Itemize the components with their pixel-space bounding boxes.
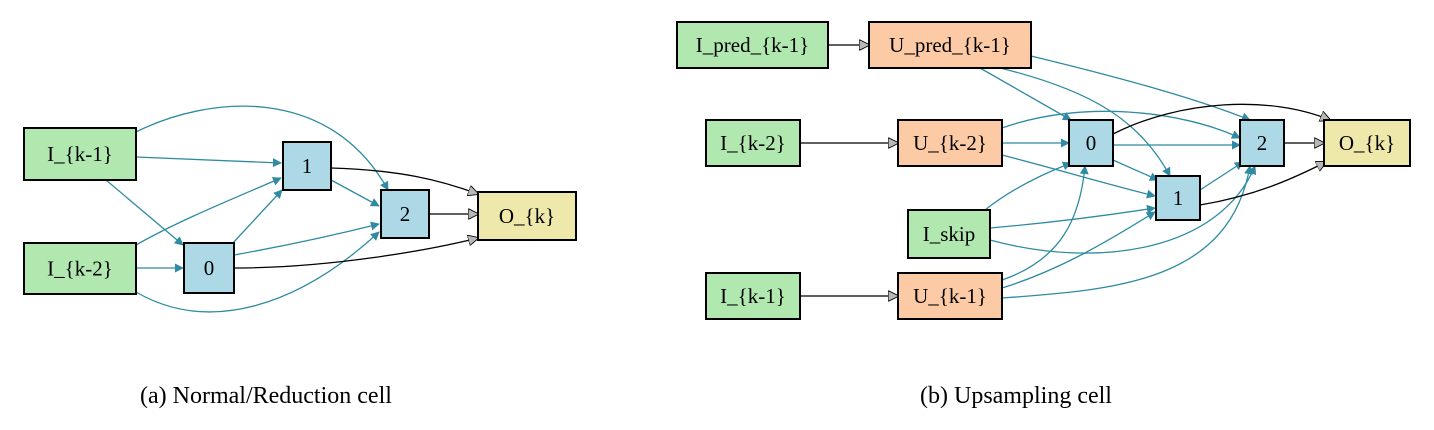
node-b-i-skip: I_skip: [907, 209, 991, 259]
node-box: [1239, 119, 1285, 167]
node-box: [1155, 175, 1201, 221]
node-label: 0: [204, 256, 215, 280]
edge-b-u-k-1-to-0: [1001, 165, 1089, 281]
node-b-o-k: O_{k}: [1323, 119, 1411, 167]
caption-upsampling-cell: (b) Upsampling cell: [920, 383, 1112, 409]
node-b-1: 1: [1155, 175, 1201, 221]
node-b-2: 2: [1239, 119, 1285, 167]
node-a-2: 2: [380, 189, 430, 239]
edge-b-i-skip-to-1: [989, 204, 1156, 229]
edge-b-u-k-1-to-2: [1001, 165, 1254, 299]
edge-a-0-to-2: [233, 221, 380, 256]
node-a-0: 0: [183, 242, 235, 294]
node-label: U_{k-2}: [913, 131, 987, 155]
node-b-u-k-2: U_{k-2}: [897, 119, 1003, 167]
edge-b-i-skip-to-2: [989, 165, 1257, 254]
edge-b-i-skip-to-0: [984, 161, 1072, 211]
node-label: I_{k-1}: [47, 142, 113, 166]
edge-b-u-pred-k-1-to-1: [999, 67, 1171, 177]
node-label: U_{k-1}: [913, 284, 987, 308]
edge-b-1-to-o-k: [1199, 162, 1326, 206]
edge-a-i-k-1-to-0: [105, 179, 184, 246]
node-b-0: 0: [1068, 119, 1114, 167]
node-a-1: 1: [282, 141, 332, 191]
edge-b-u-pred-k-1-to-2: [1030, 55, 1251, 122]
caption-normal-reduction-cell: (a) Normal/Reduction cell: [140, 383, 392, 409]
edge-a-i-k-1-to-2: [135, 105, 389, 191]
node-label: I_skip: [923, 222, 976, 246]
node-box: [23, 242, 137, 295]
edge-a-0-to-o-k: [233, 238, 478, 269]
node-box: [380, 189, 430, 239]
node-label: 2: [1257, 131, 1268, 155]
node-label: O_{k}: [499, 204, 555, 228]
node-label: U_pred_{k-1}: [889, 33, 1011, 57]
node-label: 1: [302, 154, 313, 178]
node-b-i-pred-k-1: I_pred_{k-1}: [676, 21, 829, 69]
edge-b-0-to-o-k: [1112, 103, 1330, 135]
node-box: [1068, 119, 1114, 167]
edge-a-1-to-o-k: [330, 167, 478, 194]
edge-a-1-to-2: [330, 179, 380, 207]
node-box: [676, 21, 829, 69]
node-box: [897, 119, 1003, 167]
edge-a-i-k-1-to-1: [135, 156, 282, 168]
edge-b-1-to-2: [1199, 161, 1244, 191]
node-box: [705, 272, 801, 320]
node-label: 0: [1086, 131, 1097, 155]
edge-a-i-k-2-to-2: [135, 231, 380, 313]
node-box: [183, 242, 235, 294]
node-a-o-k: O_{k}: [477, 191, 577, 241]
node-label: O_{k}: [1339, 131, 1395, 155]
edge-a-0-to-1: [231, 189, 283, 245]
node-box: [23, 127, 137, 181]
node-box: [477, 191, 577, 241]
node-b-i-k-2: I_{k-2}: [705, 119, 801, 167]
node-label: 2: [400, 202, 411, 226]
node-label: I_{k-1}: [720, 284, 786, 308]
node-a-i-k-1: I_{k-1}: [23, 127, 137, 181]
node-box: [868, 21, 1032, 69]
node-a-i-k-2: I_{k-2}: [23, 242, 137, 295]
node-label: I_{k-2}: [720, 131, 786, 155]
node-label: I_pred_{k-1}: [696, 33, 809, 57]
edge-a-i-k-2-to-1: [135, 177, 282, 246]
edge-b-u-k-1-to-1: [1001, 211, 1156, 289]
node-b-u-k-1: U_{k-1}: [897, 272, 1003, 320]
edge-b-u-pred-k-1-to-0: [979, 67, 1072, 121]
node-box: [705, 119, 801, 167]
node-label: 1: [1173, 186, 1184, 210]
node-box: [907, 209, 991, 259]
node-b-i-k-1: I_{k-1}: [705, 272, 801, 320]
edge-b-0-to-1: [1112, 159, 1159, 181]
node-box: [897, 272, 1003, 320]
edges-layer: [105, 45, 1330, 313]
node-box: [282, 141, 332, 191]
node-b-u-pred-k-1: U_pred_{k-1}: [868, 21, 1032, 69]
edge-b-u-k-2-to-2: [1001, 110, 1241, 139]
node-box: [1323, 119, 1411, 167]
node-label: I_{k-2}: [47, 257, 113, 281]
